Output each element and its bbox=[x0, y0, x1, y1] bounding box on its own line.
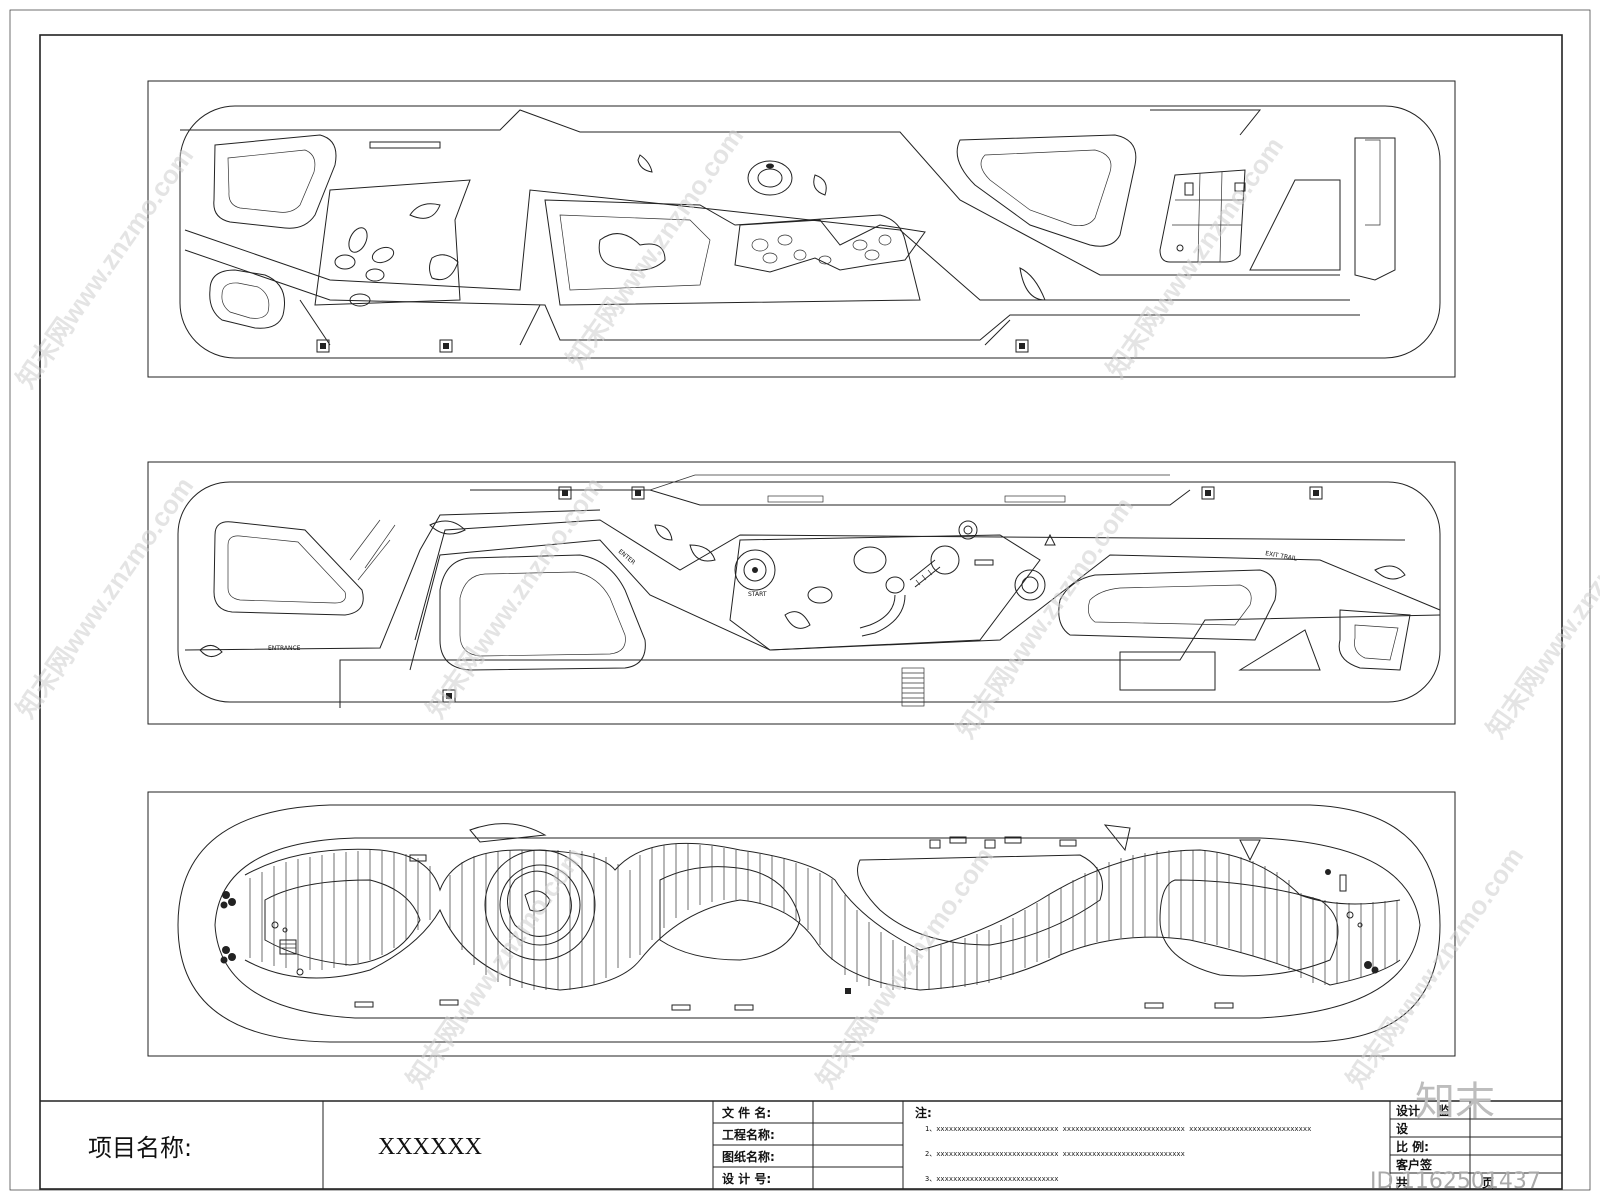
page-suffix: 页 bbox=[1482, 1176, 1494, 1190]
file-name-label: 文 件 名: bbox=[722, 1105, 771, 1120]
central-sculpture bbox=[484, 849, 596, 961]
plan-2-middle-pond bbox=[439, 554, 646, 671]
inner-border bbox=[39, 34, 1563, 1190]
designer-label: 设计 bbox=[1396, 1103, 1420, 1118]
project-title-label: 工程名称: bbox=[722, 1127, 775, 1142]
watermark-id: ID:1162501437 bbox=[1370, 1169, 1541, 1194]
plan-2-right-pond bbox=[1058, 569, 1277, 641]
total-label: 共 bbox=[1396, 1175, 1408, 1190]
benches bbox=[279, 836, 1347, 1011]
svg-text:知末网www.znzmo.com: 知末网www.znzmo.com bbox=[420, 472, 609, 724]
watermark-logo: 知末 bbox=[1415, 1079, 1495, 1125]
leaf-icon bbox=[1374, 565, 1406, 580]
svg-text:知末网www.znzmo.com: 知末网www.znzmo.com bbox=[10, 472, 199, 724]
leaf-icon bbox=[199, 645, 223, 657]
boardwalk-hatch bbox=[249, 844, 1398, 990]
stone-field bbox=[734, 219, 926, 273]
client-sign-label: 客户签 bbox=[1395, 1157, 1433, 1172]
title-block: 项目名称: XXXXXX 文 件 名: 工程名称: 图纸名称: 设 计 号: 注… bbox=[40, 1079, 1562, 1194]
plan-2-entry-text: ENTER bbox=[617, 548, 637, 566]
plan-2-left-pond bbox=[213, 521, 364, 616]
plan-3-outline bbox=[177, 804, 1441, 1043]
svg-text:知末网www.znzmo.com: 知末网www.znzmo.com bbox=[950, 492, 1139, 744]
watermark-layer: 知末网www.znzmo.com 知末网www.znzmo.com 知末网www… bbox=[10, 122, 1600, 1094]
marker-icon bbox=[442, 689, 456, 703]
leaf-icon bbox=[784, 611, 811, 629]
plan-2-start-text: START bbox=[748, 591, 767, 598]
design-label: 设 bbox=[1396, 1121, 1409, 1136]
note-line-1: 1、xxxxxxxxxxxxxxxxxxxxxxxxxxxxx xxxxxxxx… bbox=[925, 1125, 1311, 1133]
play-feature-circle bbox=[734, 549, 776, 591]
plan-2-left-text: ENTRANCE bbox=[268, 645, 301, 652]
leaf-icon bbox=[689, 544, 716, 562]
leaf-icon bbox=[409, 203, 441, 219]
circular-feature bbox=[747, 160, 793, 196]
boardwalk-band-bottom bbox=[244, 899, 1401, 991]
supervisor-suffix: 监 bbox=[1438, 1103, 1450, 1118]
plan-1-upper bbox=[147, 80, 1456, 378]
svg-text:知末网www.znzmo.com: 知末网www.znzmo.com bbox=[1480, 492, 1600, 744]
plan-3-lower bbox=[147, 791, 1456, 1057]
notes-label: 注: bbox=[915, 1105, 932, 1120]
plan-1-left-pond bbox=[213, 134, 337, 229]
marker-icon bbox=[1201, 486, 1215, 500]
leaf-icon bbox=[429, 520, 466, 535]
plan-1-frame bbox=[147, 80, 1456, 378]
note-line-2: 2、xxxxxxxxxxxxxxxxxxxxxxxxxxxxx xxxxxxxx… bbox=[925, 1150, 1185, 1158]
leaf-icon bbox=[1019, 267, 1046, 301]
note-line-3: 3、xxxxxxxxxxxxxxxxxxxxxxxxxxxxx bbox=[925, 1175, 1058, 1183]
design-no-label: 设 计 号: bbox=[722, 1171, 771, 1186]
plan-1-outline bbox=[179, 105, 1441, 359]
plan-1-right-pond bbox=[956, 134, 1137, 247]
marker-icon bbox=[1015, 339, 1029, 353]
marker-icon bbox=[439, 339, 453, 353]
drawing-name-label: 图纸名称: bbox=[722, 1149, 775, 1164]
svg-text:知末网www.znzmo.com: 知末网www.znzmo.com bbox=[1100, 132, 1289, 384]
marker-icon bbox=[316, 339, 330, 353]
plan-3-frame bbox=[147, 791, 1456, 1057]
marker-icon bbox=[558, 486, 572, 500]
plan-2-frame bbox=[147, 461, 1456, 725]
leaf-icon bbox=[813, 174, 827, 196]
svg-text:知末网www.znzmo.com: 知末网www.znzmo.com bbox=[560, 122, 749, 374]
marker-icon bbox=[1309, 486, 1323, 500]
outer-border bbox=[9, 9, 1591, 1191]
project-name-value: XXXXXX bbox=[378, 1134, 482, 1160]
leaf-icon bbox=[429, 254, 459, 281]
svg-text:知末网www.znzmo.com: 知末网www.znzmo.com bbox=[10, 142, 199, 394]
steps bbox=[901, 667, 925, 707]
project-name-label: 项目名称: bbox=[88, 1134, 192, 1162]
plan-2-outline bbox=[177, 481, 1441, 703]
scale-label: 比 例: bbox=[1396, 1139, 1429, 1154]
leaf-icon bbox=[637, 154, 653, 173]
marker-icon bbox=[631, 486, 645, 500]
boardwalk-band-top bbox=[244, 842, 1401, 951]
leaf-icon bbox=[654, 524, 673, 541]
plan-2-right-text: EXIT TRAIL bbox=[1265, 550, 1298, 563]
plan-2-middle: ENTRANCE ENTER START EXIT TRAIL bbox=[147, 461, 1456, 725]
